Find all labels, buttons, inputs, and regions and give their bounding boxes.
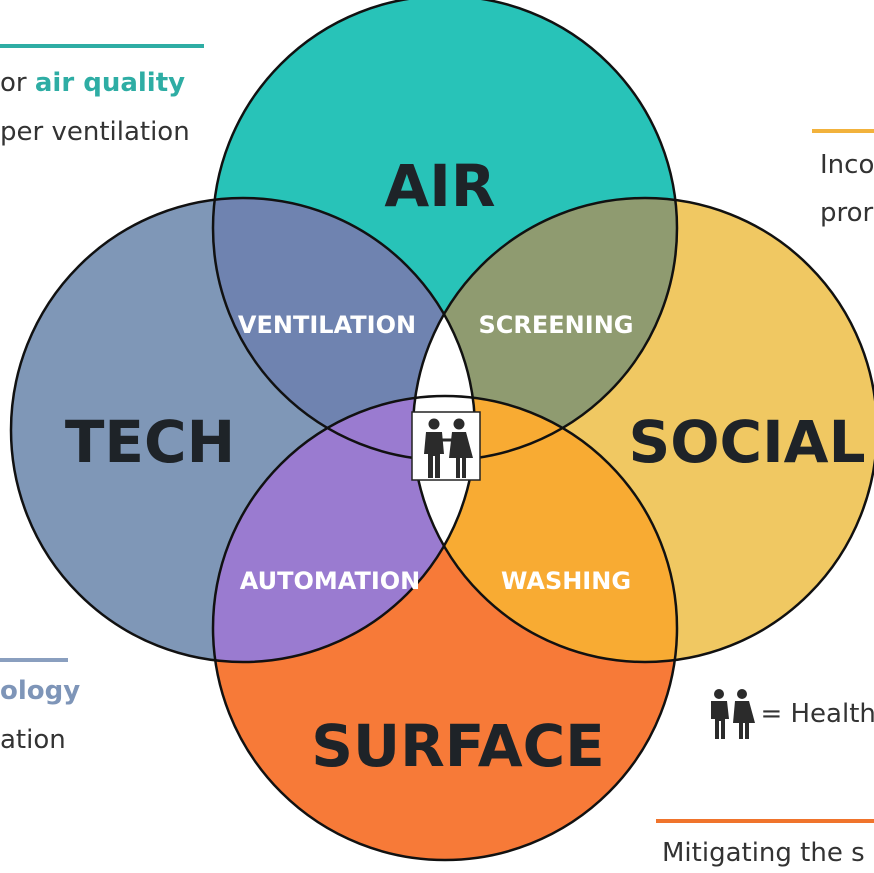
- surface-note-line1: Mitigating the s: [662, 838, 865, 868]
- air-note-line1: or air quality: [0, 70, 185, 96]
- social-note-bar: [812, 129, 874, 133]
- legend-people-icon: [711, 689, 755, 739]
- tech-label: TECH: [65, 408, 235, 476]
- people-icon: [411, 411, 481, 481]
- air-note-bar: [0, 44, 204, 48]
- air-label: AIR: [384, 152, 495, 220]
- air-note-line2: per ventilation: [0, 117, 190, 147]
- automation-label: AUTOMATION: [240, 567, 420, 595]
- washing-label: WASHING: [501, 567, 631, 595]
- legend-text: = Health: [760, 699, 874, 729]
- air-note-prefix: or: [0, 68, 35, 98]
- tech-note-line1: ology: [0, 678, 80, 704]
- tech-note-bar: [0, 658, 68, 662]
- ventilation-label: VENTILATION: [238, 311, 416, 339]
- surface-note-bar: [656, 819, 874, 823]
- legend: = Health: [706, 688, 874, 740]
- air-note-bold: air quality: [34, 68, 186, 98]
- surface-outline: [211, 394, 679, 862]
- surface-label: SURFACE: [311, 712, 605, 780]
- social-note-line1: Inco: [820, 150, 874, 180]
- tech-note-bold: ology: [0, 676, 81, 706]
- social-note-line2: pror: [820, 198, 874, 228]
- social-label: SOCIAL: [628, 408, 865, 476]
- screening-label: SCREENING: [479, 311, 634, 339]
- tech-note-line2: ation: [0, 725, 66, 755]
